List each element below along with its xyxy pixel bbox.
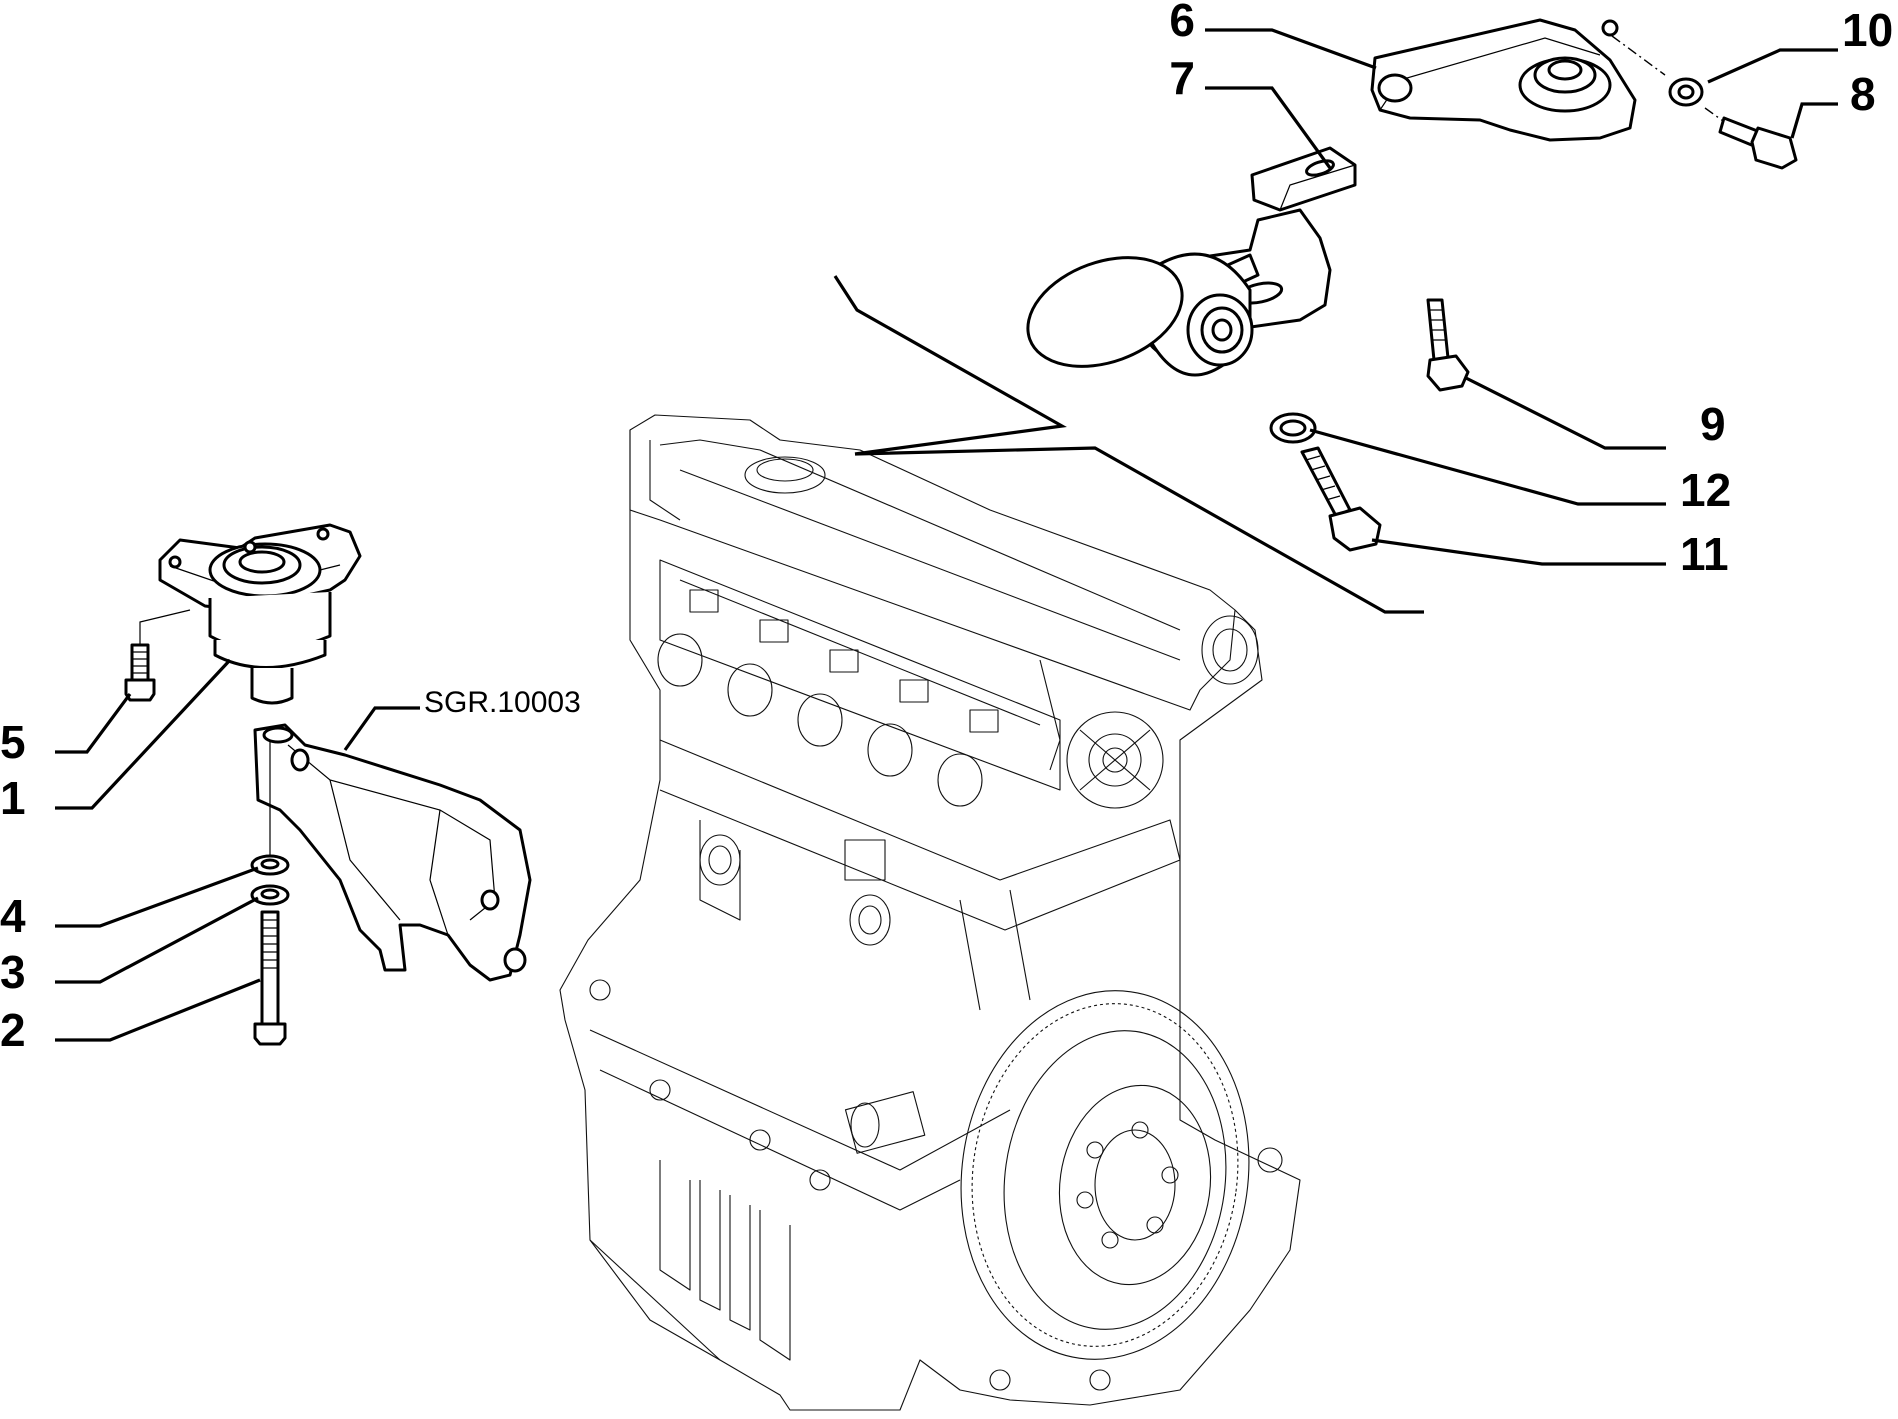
callout-8: 8 [1850, 68, 1876, 120]
washer-12 [1269, 412, 1317, 444]
engine-mount-upper [158, 523, 362, 705]
callout-3: 3 [0, 946, 26, 998]
callout-7: 7 [1169, 52, 1195, 104]
callout-10: 10 [1842, 4, 1893, 56]
callout-4: 4 [0, 890, 26, 942]
callout-1: 1 [0, 772, 26, 824]
reference-code: SGR.10003 [424, 686, 581, 719]
washer-3 [250, 884, 290, 906]
torque-rod [1026, 146, 1357, 377]
callout-2: 2 [0, 1004, 26, 1056]
bolt-9 [1426, 298, 1470, 392]
washer-4 [250, 854, 290, 876]
engine-mount-support [1370, 18, 1637, 142]
bolt-8 [1718, 116, 1798, 170]
callout-11: 11 [1680, 528, 1729, 580]
callout-6: 6 [1169, 0, 1195, 46]
nut-10 [1668, 77, 1704, 107]
engine-assembly [559, 414, 1301, 1411]
callout-12: 12 [1680, 464, 1731, 516]
callout-9: 9 [1700, 398, 1726, 450]
bolt-5 [124, 643, 156, 702]
bolt-2 [253, 910, 287, 1046]
engine-mount-bracket [253, 723, 532, 982]
callout-5: 5 [0, 716, 26, 768]
leader-lines [55, 28, 1838, 1042]
flywheel [960, 990, 1250, 1360]
bolt-11 [1300, 446, 1382, 552]
group-bracket-line [833, 275, 1424, 614]
